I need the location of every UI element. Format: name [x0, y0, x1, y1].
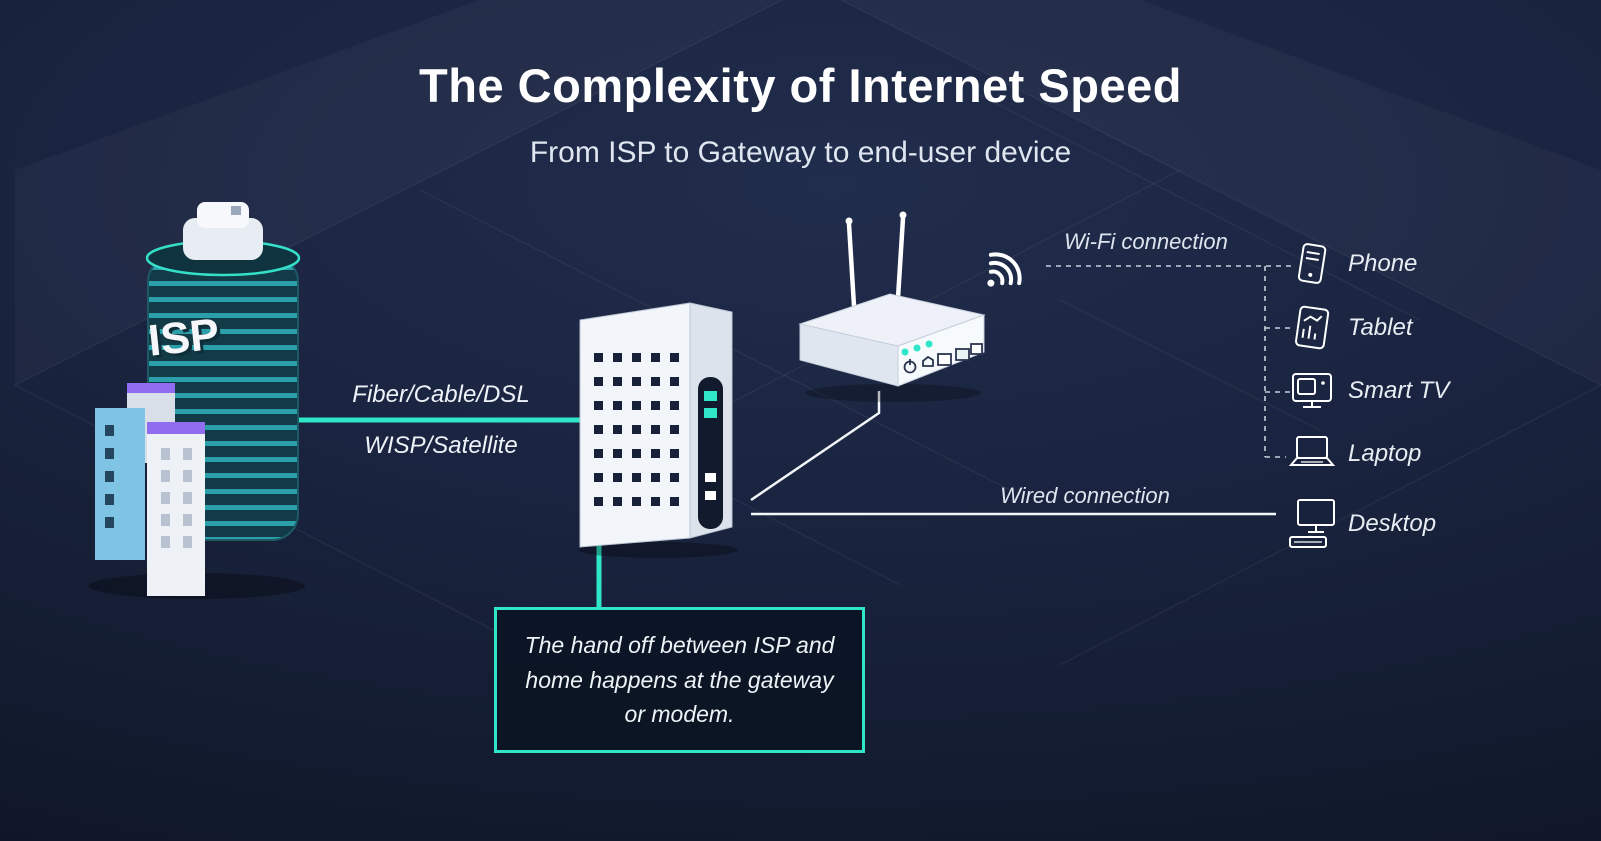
- device-label-laptop: Laptop: [1348, 440, 1422, 467]
- router-front-face: [897, 314, 985, 387]
- router-status-leds: [901, 340, 933, 356]
- smart-tv-icon: [1284, 368, 1340, 414]
- desktop-icon: [1284, 496, 1340, 552]
- wifi-signal-icon: [987, 252, 1022, 287]
- fiber-label: Fiber/Cable/DSL: [352, 381, 530, 408]
- wifi-connection-label: Wi-Fi connection: [1064, 229, 1228, 254]
- device-label-desktop: Desktop: [1348, 510, 1437, 537]
- isp-label-shadow: ISP: [149, 312, 225, 368]
- device-row-tablet: Tablet: [1284, 304, 1413, 352]
- page-subtitle: From ISP to Gateway to end-user device: [529, 136, 1072, 169]
- isp-label: ISP: [146, 310, 222, 366]
- modem-vents: [592, 350, 685, 520]
- gateway-callout-box: The hand off between ISP and home happen…: [494, 607, 865, 753]
- device-label-tablet: Tablet: [1348, 314, 1413, 341]
- device-label-smart-tv: Smart TV: [1348, 377, 1450, 404]
- router-modem-line: [750, 391, 881, 502]
- device-label-phone: Phone: [1348, 250, 1418, 277]
- device-row-phone: Phone: [1284, 240, 1417, 288]
- modem-illustration: [578, 302, 738, 558]
- isp-building-illustration: ISP ISP: [89, 202, 305, 599]
- router-ports: [903, 343, 983, 374]
- wisp-label: WISP/Satellite: [364, 432, 518, 459]
- router-illustration: [798, 211, 986, 402]
- laptop-icon: [1284, 433, 1340, 475]
- wifi-dashed-lines: [1046, 265, 1291, 458]
- city-buildings: [95, 383, 205, 596]
- device-row-smart-tv: Smart TV: [1284, 368, 1449, 414]
- gateway-callout-text: The hand off between ISP and home happen…: [524, 632, 835, 728]
- tablet-icon: [1284, 304, 1340, 352]
- device-row-desktop: Desktop: [1284, 496, 1436, 552]
- router-antennas: [846, 215, 906, 309]
- device-row-laptop: Laptop: [1284, 433, 1421, 475]
- wired-connection-label: Wired connection: [1000, 483, 1170, 508]
- page-title: The Complexity of Internet Speed: [419, 59, 1182, 112]
- phone-icon: [1284, 240, 1340, 288]
